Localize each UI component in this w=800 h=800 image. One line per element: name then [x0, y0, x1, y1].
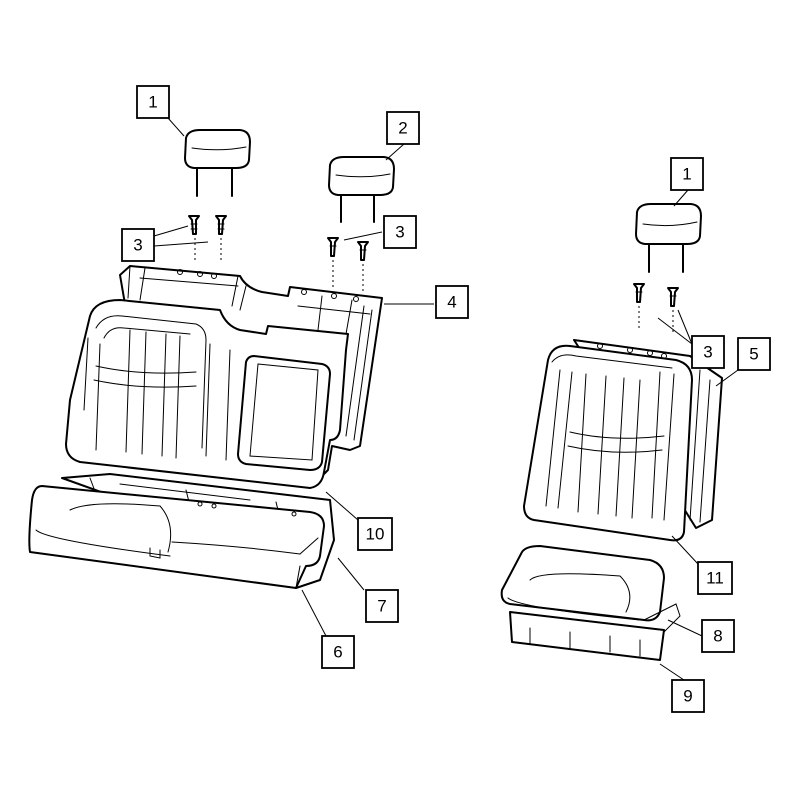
callout-5: 5: [737, 337, 771, 371]
headrest-center: [328, 156, 395, 223]
callout-label: 2: [398, 119, 407, 138]
callout-label: 5: [749, 345, 758, 364]
seat-cushion-pan-right: [509, 611, 665, 661]
headrest-guides-center: [327, 237, 369, 292]
callout-label: 3: [703, 343, 712, 362]
callout-9: 9: [671, 679, 705, 713]
callout-label: 3: [395, 223, 404, 242]
callout-label: 4: [447, 293, 456, 312]
seat-cushion-right: [500, 545, 681, 637]
callout-3-left: 3: [121, 228, 155, 262]
callout-label: 11: [706, 569, 724, 588]
seat-back-cushion-right: [523, 344, 693, 542]
callout-label: 1: [148, 93, 157, 112]
callout-11: 11: [697, 561, 733, 595]
headrest-guides-right: [633, 283, 679, 334]
seat-back-cushion: [65, 299, 349, 489]
callout-label: 6: [333, 643, 342, 662]
callout-1-right: 1: [670, 157, 704, 191]
callout-label: 7: [377, 597, 386, 616]
headrest-guides-left: [188, 215, 227, 262]
callout-label: 8: [713, 627, 722, 646]
seat-cushion-left: [28, 485, 325, 589]
callout-4: 4: [435, 285, 469, 319]
headrest-left: [184, 129, 251, 197]
callout-7: 7: [365, 589, 399, 623]
callout-label: 1: [682, 165, 691, 184]
callout-3-center: 3: [383, 215, 417, 249]
callout-3-right: 3: [691, 335, 725, 369]
callout-6: 6: [321, 635, 355, 669]
callout-2: 2: [386, 111, 420, 145]
callout-10: 10: [357, 517, 393, 551]
callout-label: 9: [683, 687, 692, 706]
callout-label: 3: [133, 236, 142, 255]
headrest-right: [635, 203, 702, 273]
callout-1-left: 1: [136, 85, 170, 119]
callout-label: 10: [366, 525, 385, 544]
callout-8: 8: [701, 619, 735, 653]
